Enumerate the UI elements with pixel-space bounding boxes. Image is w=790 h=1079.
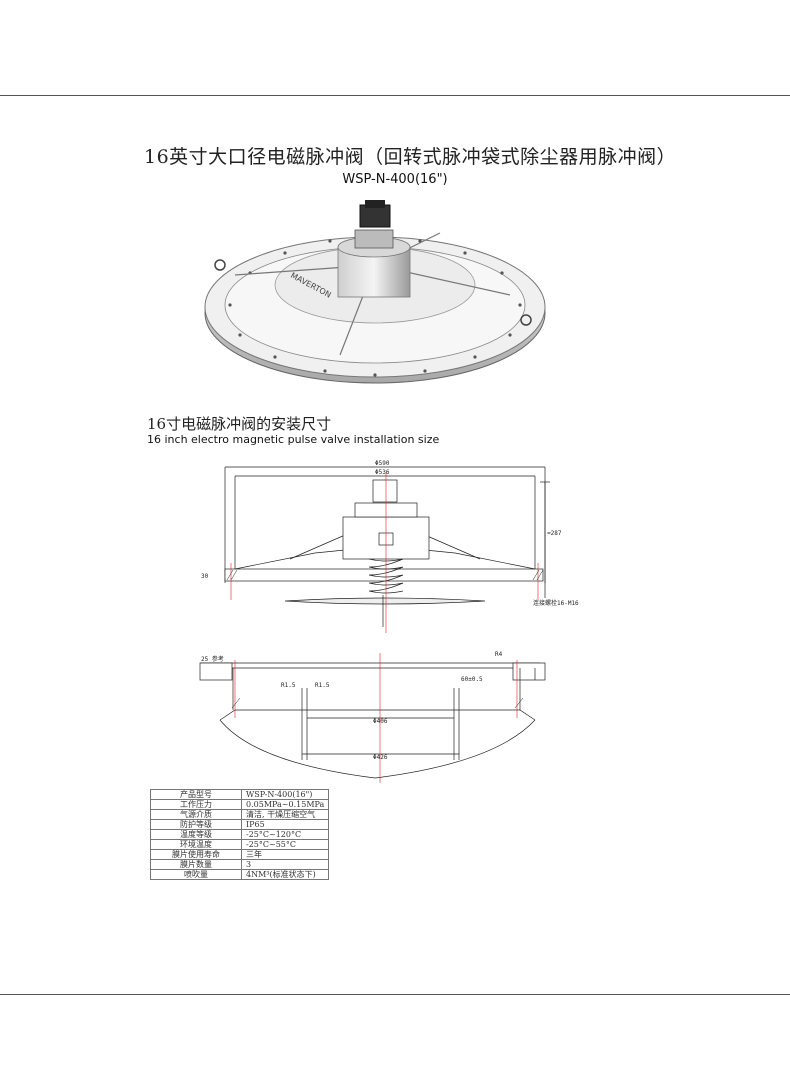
spec-label: 环境温度	[150, 839, 242, 850]
top-divider	[0, 95, 790, 96]
spec-label: 膜片使用寿命	[150, 849, 242, 860]
dim-inner-diameter: Φ536	[375, 469, 390, 476]
spec-value: 0.05MPa~0.15MPa	[241, 799, 329, 810]
dim-flange-thickness: 30	[201, 573, 209, 580]
dim-depth: 60±0.5	[461, 676, 483, 683]
spec-value: WSP-N-400(16")	[241, 789, 329, 800]
spec-value: 三年	[241, 849, 329, 860]
dim-r4: R4	[495, 651, 503, 658]
spec-label: 温度等级	[150, 829, 242, 840]
model-number: WSP-N-400(16")	[342, 172, 448, 187]
page-title: 16英寸大口径电磁脉冲阀（回转式脉冲袋式除尘器用脉冲阀）	[144, 146, 677, 168]
install-title-cn: 16寸电磁脉冲阀的安装尺寸	[147, 415, 332, 433]
spec-value: 清洁, 干燥压缩空气	[241, 809, 329, 820]
table-row: 温度等级-25°C~120°C	[150, 829, 329, 840]
product-image: MAVERTON	[204, 200, 546, 384]
dim-426: Φ426	[373, 754, 388, 761]
spec-label: 膜片数量	[150, 859, 242, 870]
mounting-plate-drawing: 25 参考 R4 R1.5 R1.5 60±0.5 Φ406 Φ426	[199, 651, 546, 783]
spec-label: 气源介质	[150, 809, 242, 820]
install-title-en: 16 inch electro magnetic pulse valve ins…	[147, 433, 440, 446]
spec-label: 工作压力	[150, 799, 242, 810]
table-row: 环境温度-25°C~55°C	[150, 839, 329, 850]
table-row: 气源介质清洁, 干燥压缩空气	[150, 809, 329, 820]
spec-label: 产品型号	[150, 789, 242, 800]
dim-height: ≈287	[547, 530, 562, 537]
bottom-divider	[0, 994, 790, 995]
dim-r15-left: R1.5	[281, 682, 296, 689]
spec-label: 防护等级	[150, 819, 242, 830]
installation-drawing: Φ590 Φ536 ≈287 30 连接螺栓16-M16	[201, 460, 579, 633]
spec-value: IP65	[241, 819, 329, 830]
dim-406: Φ406	[373, 718, 388, 725]
dim-r15-right: R1.5	[315, 682, 330, 689]
spec-value: 4NM³(标准状态下)	[241, 869, 329, 880]
bolt-note: 连接螺栓16-M16	[533, 599, 579, 607]
table-row: 膜片使用寿命三年	[150, 849, 329, 860]
spec-value: -25°C~120°C	[241, 829, 329, 840]
spec-value: -25°C~55°C	[241, 839, 329, 850]
dim-outer-diameter: Φ590	[375, 460, 390, 467]
dim-plate-thickness: 25 参考	[201, 655, 224, 663]
spec-value: 3	[241, 859, 329, 870]
spec-label: 喷吹量	[150, 869, 242, 880]
